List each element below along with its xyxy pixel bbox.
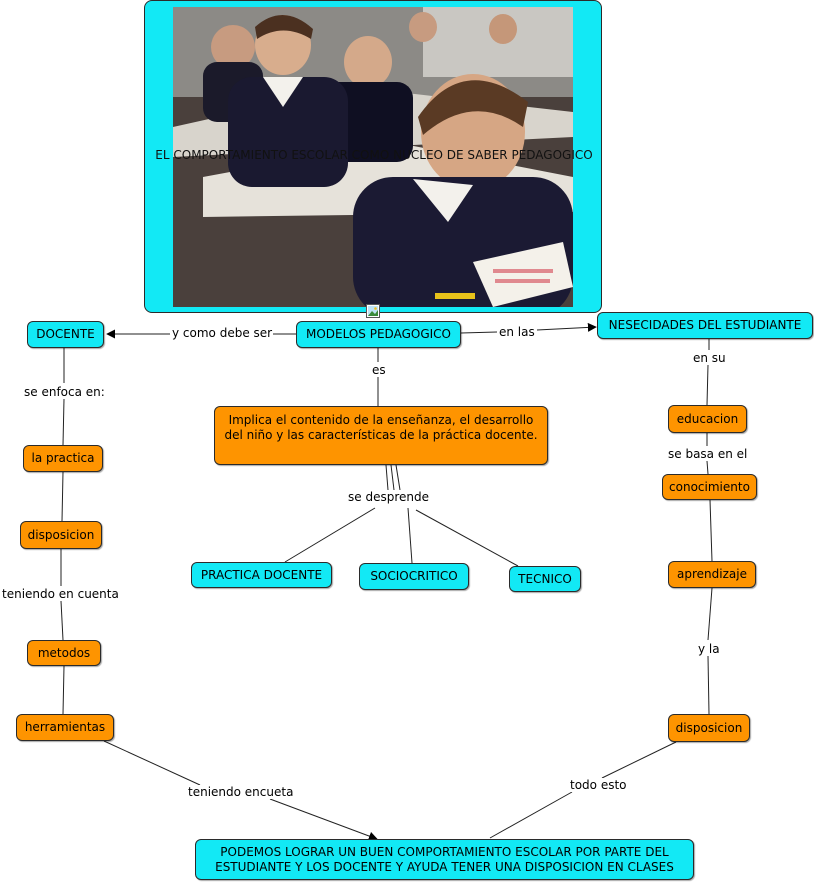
node-disposicion-left[interactable]: disposicion xyxy=(20,521,102,549)
classroom-illustration xyxy=(173,7,573,307)
node-herramientas[interactable]: herramientas xyxy=(16,714,114,741)
image-glyph-icon xyxy=(368,306,378,316)
node-aprendizaje[interactable]: aprendizaje xyxy=(668,561,756,588)
edge-modelos-enlas xyxy=(460,331,498,334)
node-final-label: PODEMOS LOGRAR UN BUEN COMPORTAMIENTO ES… xyxy=(215,844,674,874)
node-modelos-pedagogico[interactable]: MODELOS PEDAGOGICO xyxy=(296,321,461,348)
node-tecnico[interactable]: TECNICO xyxy=(509,566,581,592)
node-disposicion-right-label: disposicion xyxy=(675,720,743,735)
edge-enfoca-practica xyxy=(62,398,65,446)
edge-implica-desprende-2 xyxy=(390,464,395,491)
node-educacion-label: educacion xyxy=(676,411,739,426)
edge-desprende-socio xyxy=(407,507,413,564)
edge-metodos-herramientas xyxy=(62,665,65,715)
link-label-se-desprende: se desprende xyxy=(347,490,430,504)
node-sociocritico-label: SOCIOCRITICO xyxy=(370,569,458,583)
edge-herramientas-teniendo xyxy=(103,740,201,786)
node-conocimiento-label: conocimiento xyxy=(669,479,750,494)
edge-aprendizaje-yla xyxy=(707,587,713,641)
node-docente[interactable]: DOCENTE xyxy=(27,321,104,348)
node-metodos[interactable]: metodos xyxy=(27,640,101,666)
edge-teniendo-final xyxy=(269,798,378,841)
node-aprendizaje-label: aprendizaje xyxy=(677,567,747,581)
node-conocimiento[interactable]: conocimiento xyxy=(662,474,757,500)
edge-enlas-nesecidades xyxy=(536,322,597,332)
link-label-y-la: y la xyxy=(697,642,721,656)
edge-implica-desprende-3 xyxy=(395,464,401,491)
link-label-y-como-debe-ser: y como debe ser xyxy=(171,326,274,340)
node-docente-label: DOCENTE xyxy=(36,327,95,341)
edge-basa-conocimiento xyxy=(706,460,709,475)
node-la-practica-label: la practica xyxy=(31,451,95,465)
image-attachment-icon[interactable] xyxy=(366,304,380,318)
node-nesecidades[interactable]: NESECIDADES DEL ESTUDIANTE xyxy=(597,312,813,339)
node-educacion[interactable]: educacion xyxy=(668,405,747,433)
node-implica-label: Implica el contenido de la enseñanza, el… xyxy=(224,413,538,442)
root-title: EL COMPORTAMIENTO ESCOLAR COMO NUCLEO DE… xyxy=(155,148,593,162)
node-herramientas-label: herramientas xyxy=(24,720,106,734)
edge-ensu-educacion xyxy=(706,364,709,406)
edge-yla-disposicion xyxy=(707,655,710,715)
link-label-es: es xyxy=(371,363,387,377)
node-practica-docente-label: PRACTICA DOCENTE xyxy=(200,567,323,582)
node-tecnico-label: TECNICO xyxy=(518,571,572,586)
link-label-teniendo-encueta: teniendo encueta xyxy=(187,785,295,799)
edge-todo-final xyxy=(489,791,573,839)
edge-disposicion-todo xyxy=(601,741,677,779)
link-label-se-basa-en-el: se basa en el xyxy=(667,447,749,461)
edge-desprende-practica xyxy=(284,507,376,563)
root-node[interactable]: EL COMPORTAMIENTO ESCOLAR COMO NUCLEO DE… xyxy=(144,0,602,313)
edge-conocimiento-aprendizaje xyxy=(709,499,713,562)
edge-teniendo-metodos xyxy=(60,600,64,641)
node-disposicion-left-label: disposicion xyxy=(27,527,95,542)
link-label-teniendo-en-cuenta: teniendo en cuenta xyxy=(1,587,120,601)
edge-implica-desprende-1 xyxy=(385,464,389,491)
link-label-en-las: en las xyxy=(498,325,536,339)
node-metodos-label: metodos xyxy=(37,645,91,660)
link-label-en-su: en su xyxy=(692,351,727,365)
link-label-se-enfoca-en: se enfoca en: xyxy=(23,385,106,399)
edge-desprende-tecnico xyxy=(415,509,519,567)
classroom-photo xyxy=(173,7,573,307)
node-final[interactable]: PODEMOS LOGRAR UN BUEN COMPORTAMIENTO ES… xyxy=(195,839,694,880)
node-modelos-label: MODELOS PEDAGOGICO xyxy=(305,327,451,341)
node-disposicion-right[interactable]: disposicion xyxy=(668,714,750,742)
link-label-todo-esto: todo esto xyxy=(569,778,628,792)
node-sociocritico[interactable]: SOCIOCRITICO xyxy=(359,563,469,590)
node-la-practica[interactable]: la practica xyxy=(23,445,103,472)
edge-practica-disposicion xyxy=(61,471,64,522)
node-implica[interactable]: Implica el contenido de la enseñanza, el… xyxy=(214,406,548,465)
node-practica-docente[interactable]: PRACTICA DOCENTE xyxy=(191,562,332,588)
node-nesecidades-label: NESECIDADES DEL ESTUDIANTE xyxy=(608,318,802,332)
